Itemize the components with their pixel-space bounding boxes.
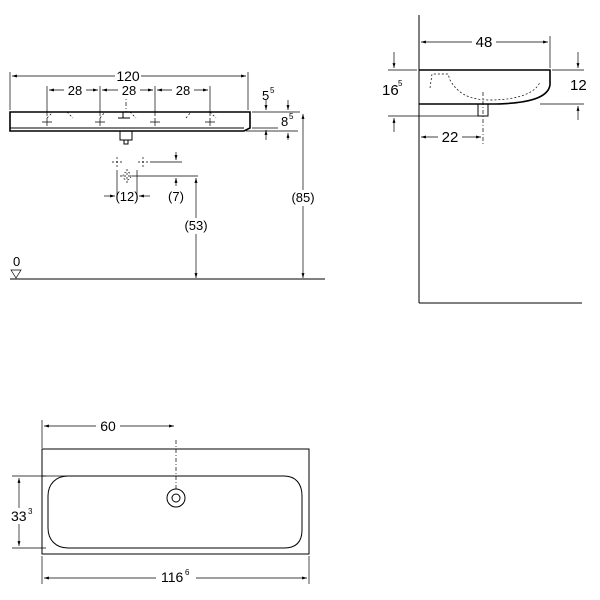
side-view: 48 16 5 12 22 — [382, 15, 587, 304]
label-dim-12: (12) — [115, 189, 138, 204]
dim-spacings: 28 28 28 — [46, 83, 211, 116]
dim-width-total: 120 — [9, 68, 249, 110]
dim-116-6: 116 6 — [41, 556, 310, 585]
dim-85: (85) — [287, 114, 319, 278]
label-depth: 48 — [476, 34, 493, 51]
svg-text:5: 5 — [289, 112, 294, 121]
label-dim-16-5: 16 — [382, 82, 399, 99]
label-dim-116-6: 116 — [161, 569, 184, 585]
label-dim-33-3: 33 — [11, 508, 27, 524]
front-view: 120 28 28 28 5 5 — [9, 68, 325, 280]
svg-text:5: 5 — [398, 79, 403, 88]
dim-depth: 48 — [421, 34, 551, 68]
label-dim-5-5: 5 — [262, 88, 269, 103]
label-dim-53: (53) — [184, 218, 207, 233]
side-basin-outline — [418, 69, 551, 146]
dim-22: 22 — [421, 129, 481, 146]
label-spacing-2: 28 — [122, 83, 136, 98]
label-dim-85: (85) — [291, 190, 314, 205]
floor-line: 0 — [10, 254, 325, 280]
svg-text:5: 5 — [270, 86, 275, 95]
svg-text:6: 6 — [185, 568, 190, 577]
fixing-holes: (12) (7) — [104, 152, 198, 204]
label-dim-8-5: 8 — [281, 114, 288, 129]
label-side-12: 12 — [570, 77, 587, 94]
dim-center: 60 — [41, 418, 174, 448]
dim-rim-heights: 5 5 8 5 — [246, 86, 300, 140]
label-center: 60 — [100, 418, 116, 434]
label-spacing-1: 28 — [68, 83, 82, 98]
top-basin-outline — [41, 440, 310, 555]
label-dim-22: 22 — [442, 129, 459, 146]
label-floor-level: 0 — [13, 254, 20, 269]
tap-hole-markers — [42, 118, 215, 126]
label-spacing-3: 28 — [176, 83, 190, 98]
dim-33-3: 33 3 — [10, 475, 46, 549]
dim-16-5: 16 5 — [382, 52, 480, 132]
dim-53: (53) — [180, 178, 212, 278]
svg-text:3: 3 — [28, 507, 33, 516]
wall-outline — [418, 15, 582, 304]
label-dim-7: (7) — [168, 189, 184, 204]
top-view: 60 33 3 116 6 — [10, 418, 310, 585]
label-width-total: 120 — [116, 68, 140, 84]
dim-12-side: 12 — [540, 52, 587, 120]
